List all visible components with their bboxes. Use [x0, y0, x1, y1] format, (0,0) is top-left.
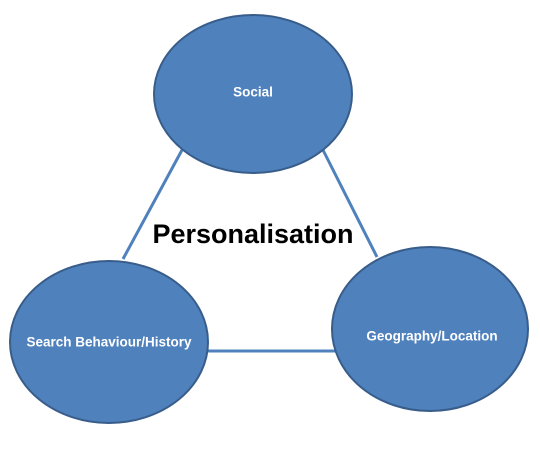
node-geo-label: Geography/Location [366, 329, 497, 344]
connector-social-search [121, 149, 184, 260]
node-social-ellipse [153, 14, 353, 174]
center-label: Personalisation [152, 219, 353, 249]
node-social-label: Social [233, 85, 273, 100]
node-geo-ellipse [331, 246, 529, 412]
node-search-label: Search Behaviour/History [26, 335, 192, 350]
node-geography-location: Geography/Location [331, 246, 529, 412]
connector-social-geo [321, 149, 379, 258]
node-social: Social [153, 14, 353, 174]
node-search-behaviour: Search Behaviour/History [9, 260, 209, 424]
node-search-ellipse [9, 260, 209, 424]
